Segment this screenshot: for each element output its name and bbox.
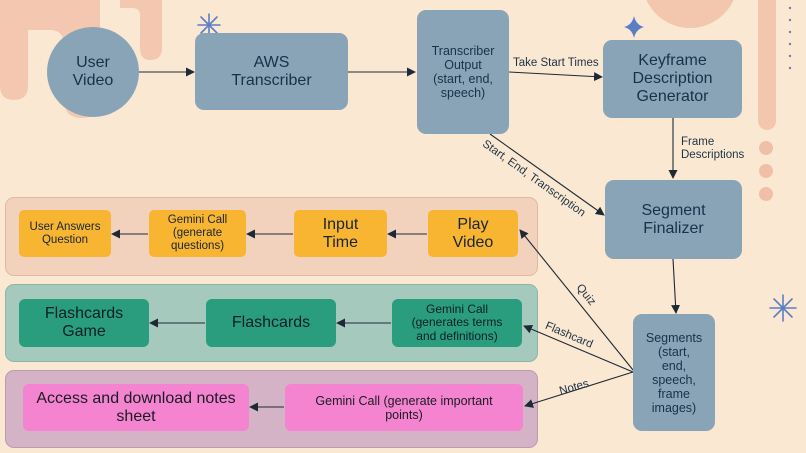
asterisk-sparkle-icon (769, 294, 797, 322)
deco-circle (646, 0, 734, 28)
drip-shape (0, 0, 28, 100)
flashcards-game-node: Flashcards Game (19, 299, 149, 347)
deco-dot (759, 141, 773, 155)
deco-dot (759, 187, 773, 201)
deco-dot (759, 164, 773, 178)
star-sparkle-icon (624, 16, 644, 38)
arrow-finalizer-to-segments (671, 258, 681, 314)
keyframe-generator-node: Keyframe Description Generator (603, 40, 742, 118)
input-time-node: Input Time (294, 210, 387, 257)
transcriber-output-node: Transcriber Output (start, end, speech) (417, 10, 509, 134)
user-video-node: User Video (47, 27, 139, 117)
segment-finalizer-node: Segment Finalizer (605, 180, 742, 259)
arrow-transcriber-to-finalizer (489, 133, 605, 216)
gemini-questions-node: Gemini Call (generate questions) (149, 210, 246, 257)
asterisk-sparkle-icon (197, 13, 221, 37)
flashcards-node: Flashcards (206, 299, 336, 347)
arrow-segments-to-gemini-points (524, 371, 634, 408)
aws-transcriber-node: AWS Transcriber (195, 33, 348, 110)
drip-shape (120, 0, 162, 60)
edge-label-take-start-times: Take Start Times (513, 57, 599, 69)
user-answers-node: User Answers Question (19, 210, 111, 257)
arrow-segments-to-play-video (519, 229, 634, 371)
segments-node: Segments (start, end, speech, frame imag… (633, 314, 715, 431)
arrow-segments-to-gemini-terms (523, 324, 634, 373)
deco-pill (758, 0, 776, 130)
gemini-terms-node: Gemini Call (generates terms and definit… (392, 299, 522, 347)
gemini-points-node: Gemini Call (generate important points) (285, 384, 523, 431)
play-video-node: Play Video (428, 210, 518, 257)
notes-sheet-node: Access and download notes sheet (23, 384, 249, 431)
arrow-transcriber-to-keyframe (508, 71, 603, 82)
edge-label-frame-descriptions: Frame Descriptions (681, 136, 745, 162)
